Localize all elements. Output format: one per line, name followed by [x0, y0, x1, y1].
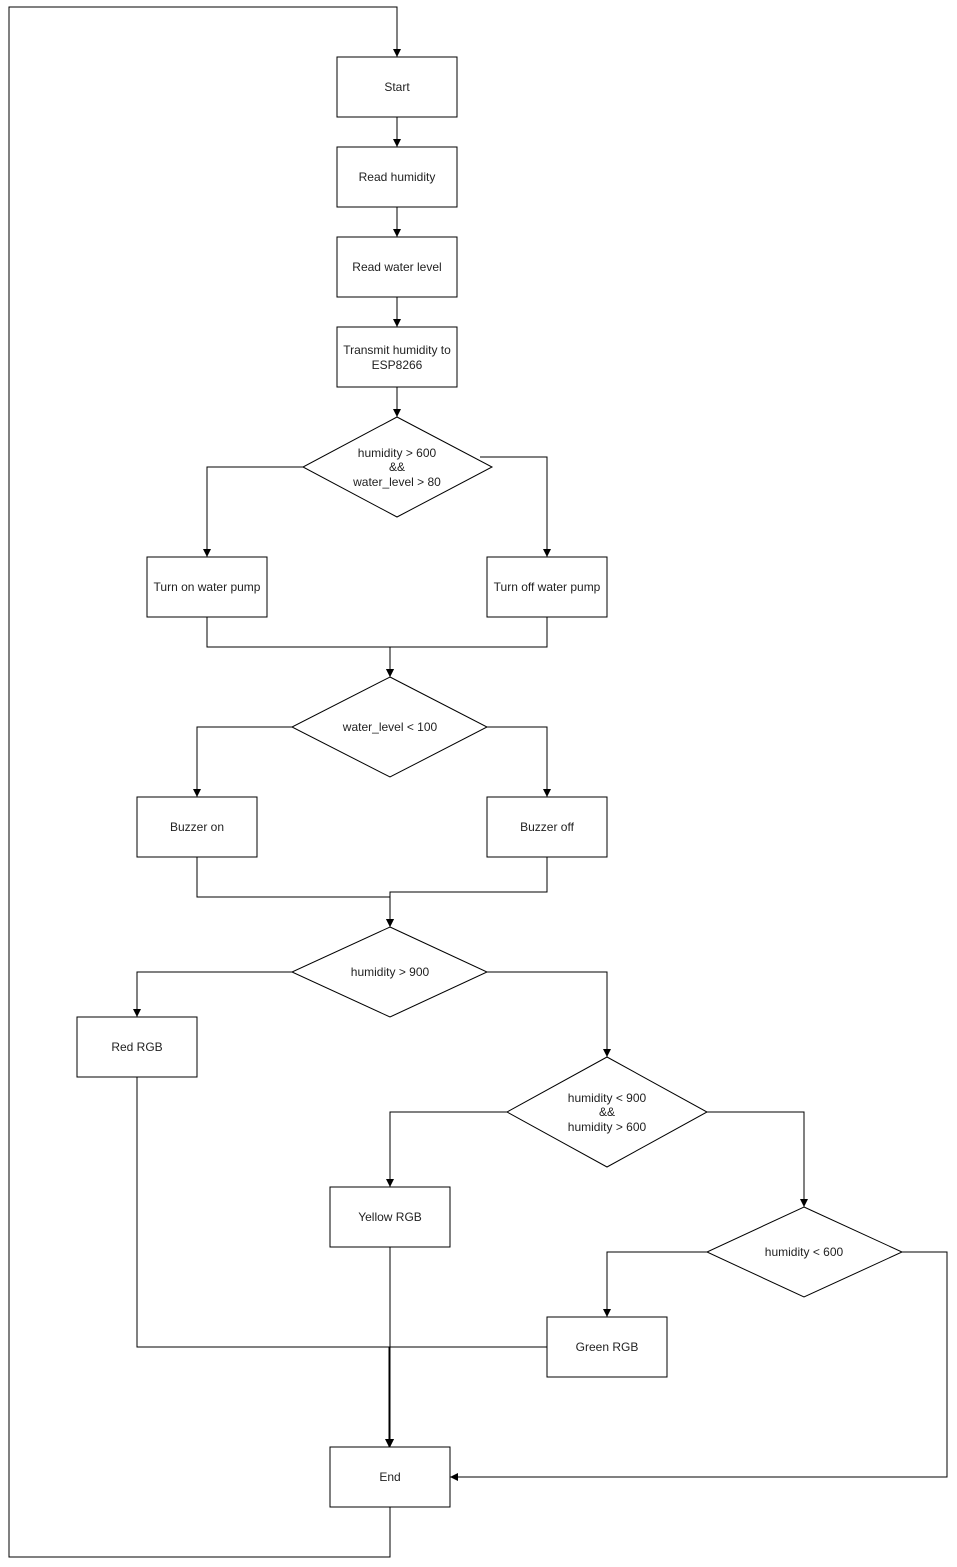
node-green-rgb: Green RGB — [546, 1316, 668, 1378]
process-box — [329, 1186, 451, 1248]
connector-cond-pump-right — [480, 456, 551, 557]
node-label-line: ESP8266 — [372, 358, 423, 372]
decision-water-level: water_level < 100 — [290, 676, 489, 778]
node-label-line: Transmit humidity to — [343, 343, 451, 357]
process-box — [76, 1016, 198, 1078]
connector-pump-off-merge — [386, 617, 548, 677]
node-label: Turn off water pump — [494, 580, 601, 594]
decision-red: humidity > 900 — [290, 926, 489, 1018]
process-box — [146, 556, 268, 618]
decision-diamond — [290, 926, 489, 1018]
node-label: Start — [384, 80, 410, 94]
connector-cond-green-right-end — [450, 1251, 948, 1481]
decision-yellow: humidity < 900 && humidity > 600 — [505, 1056, 709, 1168]
decision-diamond — [301, 416, 494, 518]
condition-line: humidity < 600 — [765, 1245, 844, 1259]
node-label: Buzzer on — [170, 820, 224, 834]
condition-line: water_level > 80 — [352, 475, 441, 489]
node-pump-on: Turn on water pump — [146, 556, 268, 618]
connector-cond-pump-left — [203, 466, 303, 557]
connector-green-rgb-end — [385, 1346, 547, 1447]
process-box — [336, 56, 458, 118]
node-label: Buzzer off — [520, 820, 574, 834]
condition-line: && — [599, 1105, 615, 1119]
node-buzzer-off: Buzzer off — [486, 796, 608, 858]
condition-line: humidity > 600 — [568, 1120, 647, 1134]
connector-cond-water-left — [193, 726, 292, 797]
connector-cond-yellow-left — [386, 1111, 507, 1187]
process-box — [546, 1316, 668, 1378]
connector-loop-back — [8, 6, 401, 1558]
node-buzzer-on: Buzzer on — [136, 796, 258, 858]
node-label: Yellow RGB — [358, 1210, 422, 1224]
node-red-rgb: Red RGB — [76, 1016, 198, 1078]
connector-pump-on-merge — [206, 617, 394, 677]
connector-cond-water-right — [487, 726, 551, 797]
process-box — [486, 796, 608, 858]
decision-green: humidity < 600 — [705, 1206, 904, 1298]
node-label: Read water level — [352, 260, 441, 274]
node-yellow-rgb: Yellow RGB — [329, 1186, 451, 1248]
node-read-water-level: Read water level — [336, 236, 458, 298]
process-box — [336, 146, 458, 208]
node-pump-off: Turn off water pump — [486, 556, 608, 618]
node-label: Turn on water pump — [154, 580, 261, 594]
connector-cond-green-left — [603, 1251, 707, 1317]
connectors — [8, 6, 948, 1558]
process-box — [136, 796, 258, 858]
decision-diamond — [290, 676, 489, 778]
connector-red-rgb-end — [136, 1077, 394, 1447]
connector-cond-red-left — [133, 971, 292, 1017]
node-label: Red RGB — [111, 1040, 162, 1054]
connector-buzzer-on-merge — [196, 857, 394, 927]
process-box — [486, 556, 608, 618]
node-transmit: Transmit humidity to ESP8266 — [336, 326, 458, 388]
condition-line: water_level < 100 — [342, 720, 438, 734]
process-box — [329, 1446, 451, 1508]
condition-line: humidity > 600 — [358, 446, 437, 460]
node-end: End — [329, 1446, 451, 1508]
node-read-humidity: Read humidity — [336, 146, 458, 208]
connector-cond-yellow-right — [707, 1111, 808, 1207]
condition-line: humidity < 900 — [568, 1091, 647, 1105]
node-label: Green RGB — [576, 1340, 639, 1354]
decision-pump: humidity > 600 && water_level > 80 — [301, 416, 494, 518]
condition-line: && — [389, 460, 405, 474]
node-start: Start — [336, 56, 458, 118]
condition-line: humidity > 900 — [351, 965, 430, 979]
process-box — [336, 326, 458, 388]
process-box — [336, 236, 458, 298]
decision-diamond — [505, 1056, 709, 1168]
node-label: End — [379, 1470, 400, 1484]
decision-diamond — [705, 1206, 904, 1298]
node-label: Read humidity — [359, 170, 436, 184]
connector-buzzer-off-merge — [386, 857, 548, 927]
connector-cond-red-right — [487, 971, 611, 1057]
